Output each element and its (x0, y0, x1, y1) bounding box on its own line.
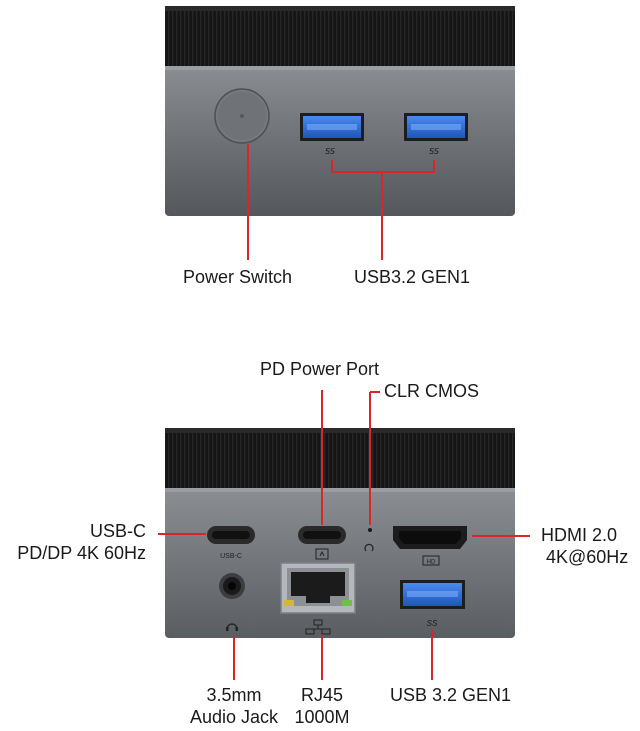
rear-callout-lines (158, 390, 530, 680)
svg-text:HD: HD (427, 560, 436, 566)
hdmi-port-icon: HD (393, 526, 467, 566)
audio-jack-icon (219, 573, 245, 631)
ss-logo-icon: SS (427, 619, 438, 628)
label-hdmi-line2: 4K@60Hz (546, 547, 629, 567)
clr-cmos-hole-icon (364, 528, 374, 552)
top-callout-lines (247, 144, 435, 260)
label-usb-gen1-top: USB3.2 GEN1 (354, 267, 471, 287)
label-usbc-line2: PD/DP 4K 60Hz (17, 543, 146, 563)
label-audio-line1: 3.5mm (206, 685, 262, 705)
device-top-view: SS SS (165, 6, 515, 260)
ss-logo-icon: SS (429, 147, 439, 156)
device-rear-black-lid (165, 428, 515, 490)
label-hdmi-line1: HDMI 2.0 (541, 525, 618, 545)
usb-a-port-icon: SS (404, 113, 468, 156)
usb-c-power-port-icon (298, 526, 346, 560)
ss-logo-icon: SS (325, 147, 335, 156)
label-audio-line2: Audio Jack (189, 707, 279, 727)
usb-a-port-icon: SS (300, 113, 364, 156)
device-top-black-lid (165, 6, 515, 68)
usb-a-port-icon: SS (400, 580, 465, 628)
power-button-icon (214, 88, 270, 144)
rj45-port-icon (280, 562, 356, 635)
label-clr-cmos: CLR CMOS (384, 381, 480, 401)
svg-text:USB-C: USB-C (220, 553, 242, 560)
usb-c-port-icon: USB-C (207, 526, 255, 560)
label-pd-power-port: PD Power Port (260, 359, 380, 379)
label-usb-gen1-rear: USB 3.2 GEN1 (390, 685, 512, 705)
label-rj45-line2: 1000M (294, 707, 350, 727)
label-power-switch: Power Switch (183, 267, 293, 287)
device-rear-view: USB-C HD (158, 390, 530, 680)
label-rj45-line1: RJ45 (300, 685, 344, 705)
label-usbc-line1: USB-C (89, 521, 146, 541)
